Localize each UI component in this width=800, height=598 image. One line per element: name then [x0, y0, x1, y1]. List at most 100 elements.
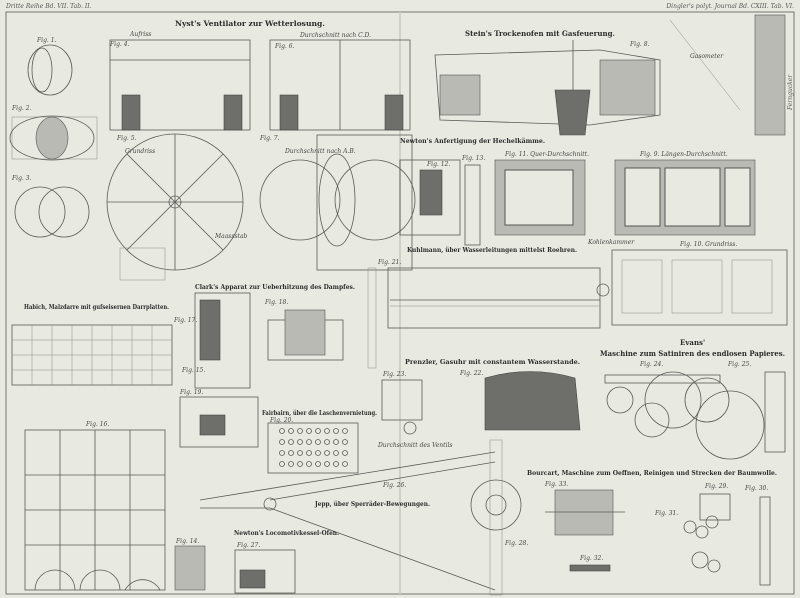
title-jepp: Jepp, über Sperräder-Bewegungen. [314, 501, 430, 508]
title-clark: Clark's Apparat zur Ueberhitzung des Dam… [195, 283, 355, 291]
rivet [315, 428, 321, 434]
rivet [306, 439, 312, 445]
title-stein: Stein's Trockenofen mit Gasfeuerung. [465, 29, 615, 38]
fig-label: Fig. 3. [11, 175, 32, 182]
rivet [288, 428, 294, 434]
newton-locomotive-drawings [174, 545, 296, 594]
caption-durchschnitt-ab: Durchschnitt nach A.B. [284, 148, 356, 155]
title-newton-hechel: Newton's Anfertigung der Hechelkämme. [400, 137, 545, 145]
fig-label: Fig. 7. [259, 135, 280, 142]
fig-label: Fig. 14. [175, 538, 199, 545]
fig-label: Fig. 17. [173, 317, 197, 324]
rivet [315, 450, 321, 456]
rivet [342, 428, 348, 434]
title-evans-1: Evans' [680, 338, 705, 347]
rivet [306, 428, 312, 434]
title-kuhlmann: Kuhlmann, über Wasserleitungen mittelst … [407, 247, 577, 254]
prenzler-gasmeter-drawings [381, 371, 581, 435]
rivet [333, 428, 339, 434]
fig-label: Fig. 5. [116, 135, 137, 142]
caption-fig10: Fig. 10. Grundriss. [679, 241, 737, 248]
caption-gasometer: Gasometer [690, 53, 724, 60]
rivet [288, 439, 294, 445]
evans-calender-drawings [604, 371, 786, 460]
caption-durchschnitt-cd: Durchschnitt nach C.D. [299, 32, 371, 39]
fig-label: Fig. 25. [727, 361, 751, 368]
rivet [279, 461, 285, 467]
caption-fig11: Fig. 11. Quer-Durchschnitt. [504, 151, 589, 158]
fig-label: Fig. 20. [269, 417, 293, 424]
fig-label: Fig. 12. [426, 161, 450, 168]
rivet [333, 461, 339, 467]
rivet [342, 439, 348, 445]
fig-label: Fig. 23. [382, 371, 406, 378]
fig-label: Fig. 24. [639, 361, 663, 368]
rivet [297, 439, 303, 445]
rivet [279, 450, 285, 456]
title-nyst: Nyst's Ventilator zur Wetterlosung. [175, 19, 325, 28]
rivet [279, 428, 285, 434]
rivet [297, 461, 303, 467]
title-bourcart: Bourcart, Maschine zum Oeffnen, Reinigen… [527, 470, 777, 477]
fig-label: Fig. 26. [382, 482, 406, 489]
header-left: Dritte Reihe Bd. VII. Tab. II. [5, 3, 92, 10]
fig-label: Fig. 33. [544, 481, 568, 488]
fig-label: Fig. 27. [236, 542, 260, 549]
title-newton-loco: Newton's Locomotivkessel-Ofen. [234, 530, 339, 537]
caption-ventil: Durchschnitt des Ventils [377, 442, 453, 449]
fig-label: Fig. 29. [704, 483, 728, 490]
fairbairn-rivet-drawings [267, 422, 359, 474]
caption-fig9: Fig. 9. Längen-Durchschnitt. [639, 151, 728, 158]
caption-aufriss: Aufriss [129, 31, 151, 38]
rivet [288, 450, 294, 456]
side-title: Ferngucker [787, 74, 794, 111]
fig-label: Fig. 21. [377, 259, 401, 266]
rivet [279, 439, 285, 445]
fig-label: Fig. 19. [179, 389, 203, 396]
fig-label: Fig. 16. [85, 421, 109, 428]
clark-apparatus-drawings [179, 292, 344, 448]
rivet [342, 461, 348, 467]
fig-label: Fig. 32. [579, 555, 603, 562]
rivet [324, 461, 330, 467]
fig-label: Fig. 4. [109, 41, 130, 48]
title-prenzler: Prenzler, Gasuhr mit constantem Wasserst… [405, 358, 580, 366]
fig-label: Fig. 22. [459, 370, 483, 377]
rivet [315, 439, 321, 445]
fig-label: Fig. 6. [274, 43, 295, 50]
title-fairbairn: Fairbairn, über die Laschenvernietung. [262, 410, 377, 417]
rivet [333, 450, 339, 456]
rivet [306, 461, 312, 467]
rivet [315, 461, 321, 467]
habich-malt-kiln-drawings [11, 324, 173, 591]
fig-label: Fig. 28. [504, 540, 528, 547]
fig-label: Fig. 8. [629, 41, 650, 48]
fig-label: Fig. 18. [264, 299, 288, 306]
fig-label: Fig. 15. [181, 367, 205, 374]
rivet [324, 428, 330, 434]
fig-label: Fig. 1. [36, 37, 57, 44]
header-right: Dingler's polyt. Journal Bd. CXIII. Tab.… [665, 3, 794, 10]
caption-grundriss: Grundriss [125, 148, 155, 155]
nyst-ventilator-drawings [9, 39, 416, 281]
jepp-ratchet-drawings [199, 439, 522, 596]
stein-oven-drawings [399, 14, 788, 326]
rivet [342, 450, 348, 456]
fig-label: Fig. 30. [744, 485, 768, 492]
fig-label: Fig. 2. [11, 105, 32, 112]
title-evans-2: Maschine zum Satiniren des endlosen Papi… [600, 349, 785, 358]
caption-massstab: Maassstab [214, 233, 248, 240]
rivet [324, 450, 330, 456]
kuhlmann-drawings [367, 267, 601, 369]
rivet [297, 428, 303, 434]
title-habich: Habich, Malzdarre mit gufseisernen Darrp… [24, 303, 169, 311]
figure-labels: Fig. 1. Fig. 2. Fig. 3. Fig. 4. Fig. 5. … [11, 37, 768, 562]
rivet [297, 450, 303, 456]
bourcart-machine-drawings [545, 489, 771, 586]
fig-label: Fig. 13. [461, 155, 485, 162]
rivet [306, 450, 312, 456]
fig-label: Fig. 31. [654, 510, 678, 517]
caption-kohlenkammer: Kohlenkammer [587, 239, 635, 246]
